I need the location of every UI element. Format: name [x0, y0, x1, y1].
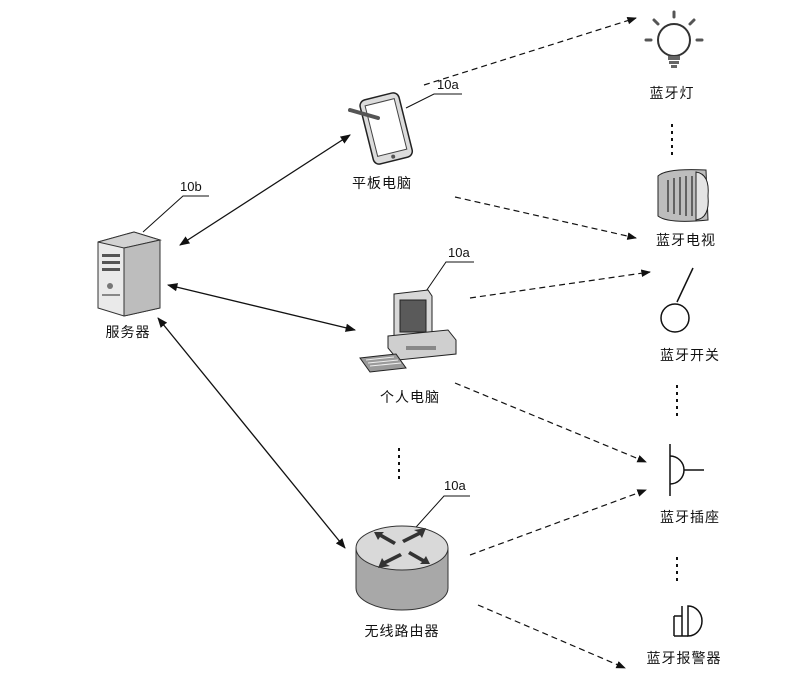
- personal-computer-icon: [359, 289, 457, 373]
- alarm-icon: [673, 605, 703, 637]
- pc-label: 个人电脑: [380, 390, 440, 406]
- ref-leader-server: [142, 195, 209, 233]
- tablet-icon: [348, 92, 414, 165]
- ellipsis-dots-middle: [398, 448, 400, 479]
- server-ref-label: 10b: [180, 179, 202, 194]
- link-server-tablet: [179, 134, 351, 246]
- router-ref-label: 10a: [444, 478, 466, 493]
- link-router-socket: [469, 489, 647, 556]
- bulb-icon: [644, 10, 704, 68]
- link-pc-switch: [469, 269, 651, 299]
- ref-leader-router: [407, 495, 470, 537]
- tablet-label: 平板电脑: [352, 176, 412, 192]
- socket-label: 蓝牙插座: [660, 510, 720, 526]
- alarm-label: 蓝牙报警器: [646, 651, 722, 667]
- tablet-ref-label: 10a: [437, 77, 459, 92]
- ellipsis-dots-switch-socket: [676, 385, 678, 416]
- link-pc-socket: [454, 382, 647, 463]
- server-icon: [97, 231, 162, 317]
- link-router-alarm: [477, 604, 626, 669]
- tv-icon: [657, 169, 709, 222]
- lamp-label: 蓝牙灯: [649, 86, 695, 102]
- ellipsis-dots-lamp-tv: [671, 124, 673, 155]
- switch-label: 蓝牙开关: [660, 348, 720, 364]
- link-tablet-tv: [454, 196, 637, 240]
- ref-leader-pc: [419, 261, 474, 301]
- switch-icon: [660, 267, 694, 333]
- server-label: 服务器: [105, 325, 151, 341]
- link-server-pc: [166, 283, 357, 332]
- ellipsis-dots-socket-alarm: [676, 557, 678, 581]
- socket-icon: [669, 444, 704, 496]
- ref-leader-tablet: [405, 93, 462, 109]
- tv-label: 蓝牙电视: [656, 233, 716, 249]
- link-server-router: [157, 317, 346, 549]
- pc-ref-label: 10a: [448, 245, 470, 260]
- router-icon: [355, 525, 449, 611]
- link-tablet-lamp: [423, 16, 637, 86]
- router-label: 无线路由器: [364, 624, 440, 640]
